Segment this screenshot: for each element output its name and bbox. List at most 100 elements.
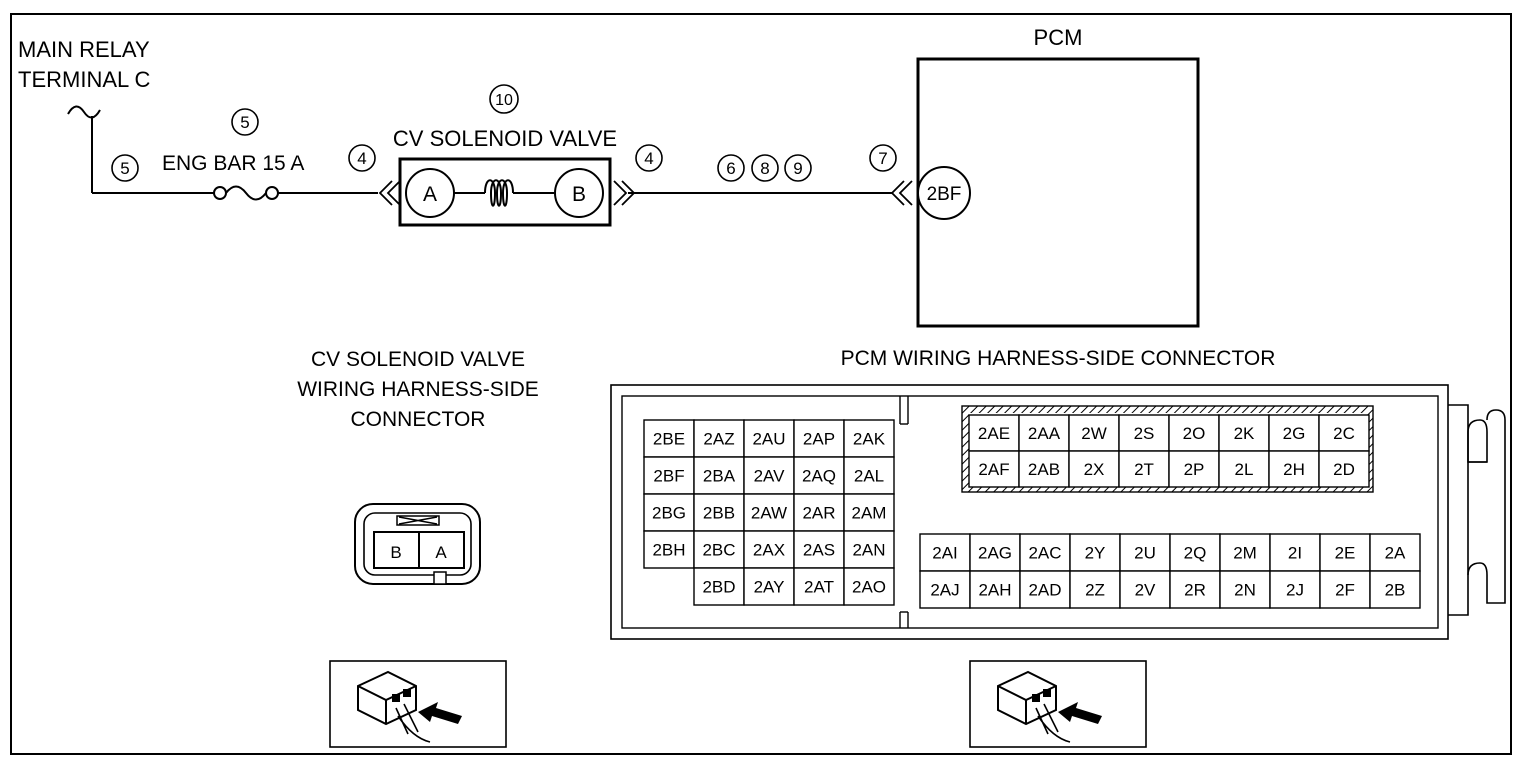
marker-4-left: 4 bbox=[348, 144, 376, 172]
fuse-symbol bbox=[213, 185, 279, 201]
svg-text:2AC: 2AC bbox=[1028, 544, 1061, 563]
svg-text:2AO: 2AO bbox=[852, 578, 886, 597]
svg-text:2AG: 2AG bbox=[978, 544, 1012, 563]
pin-cell-2d: 2D bbox=[1318, 450, 1370, 488]
svg-text:2BF: 2BF bbox=[653, 467, 684, 486]
cv-connector-section: CV SOLENOID VALVE WIRING HARNESS-SIDE CO… bbox=[297, 348, 539, 585]
pin-cell-2p: 2P bbox=[1168, 450, 1220, 488]
pin-cell-2o: 2O bbox=[1168, 414, 1220, 452]
pin-cell-2ar: 2AR bbox=[793, 493, 845, 532]
svg-text:2AJ: 2AJ bbox=[930, 581, 959, 600]
pin-cell-2be: 2BE bbox=[643, 419, 695, 458]
pin-cell-2au: 2AU bbox=[743, 419, 795, 458]
svg-text:4: 4 bbox=[357, 149, 366, 168]
svg-text:2U: 2U bbox=[1134, 544, 1156, 563]
svg-text:2K: 2K bbox=[1234, 424, 1255, 443]
svg-text:2V: 2V bbox=[1135, 581, 1156, 600]
cv-connector-label-line3: CONNECTOR bbox=[351, 408, 486, 431]
pin-cell-2bh: 2BH bbox=[643, 530, 695, 569]
svg-text:2S: 2S bbox=[1134, 424, 1155, 443]
connector-arrow-valve-left bbox=[378, 180, 401, 206]
svg-text:2A: 2A bbox=[1385, 544, 1406, 563]
svg-text:7: 7 bbox=[878, 149, 887, 168]
svg-text:2AI: 2AI bbox=[932, 544, 958, 563]
svg-text:2AZ: 2AZ bbox=[703, 430, 734, 449]
cv-connector-pin-a: A bbox=[435, 543, 447, 562]
pin-cell-2bc: 2BC bbox=[693, 530, 745, 569]
svg-text:2Y: 2Y bbox=[1085, 544, 1106, 563]
marker-5-upper: 5 bbox=[231, 108, 259, 136]
pin-cell-2aj: 2AJ bbox=[919, 570, 971, 609]
valve-terminal-a: A bbox=[405, 168, 455, 218]
svg-text:2AB: 2AB bbox=[1028, 460, 1060, 479]
svg-text:2AN: 2AN bbox=[852, 541, 885, 560]
svg-text:2W: 2W bbox=[1081, 424, 1107, 443]
pin-cell-2bb: 2BB bbox=[693, 493, 745, 532]
pin-cell-2aw: 2AW bbox=[743, 493, 795, 532]
marker-5-left: 5 bbox=[111, 154, 139, 182]
pin-cell-2al: 2AL bbox=[843, 456, 895, 495]
pin-cell-2ba: 2BA bbox=[693, 456, 745, 495]
cv-connector-label-line2: WIRING HARNESS-SIDE bbox=[297, 378, 539, 401]
pin-cell-2az: 2AZ bbox=[693, 419, 745, 458]
view-direction-icon-left bbox=[329, 660, 507, 748]
pin-cell-2aq: 2AQ bbox=[793, 456, 845, 495]
pin-cell-2ap: 2AP bbox=[793, 419, 845, 458]
pin-cell-2c: 2C bbox=[1318, 414, 1370, 452]
svg-text:2X: 2X bbox=[1084, 460, 1105, 479]
pin-cell-2bg: 2BG bbox=[643, 493, 695, 532]
pin-cell-2av: 2AV bbox=[743, 456, 795, 495]
pin-cell-2ax: 2AX bbox=[743, 530, 795, 569]
pin-cell-2b: 2B bbox=[1369, 570, 1421, 609]
svg-text:2AR: 2AR bbox=[802, 504, 835, 523]
pin-cell-2am: 2AM bbox=[843, 493, 895, 532]
svg-text:2I: 2I bbox=[1288, 544, 1302, 563]
svg-text:2AH: 2AH bbox=[978, 581, 1011, 600]
valve-terminal-b: B bbox=[554, 168, 604, 218]
svg-text:5: 5 bbox=[240, 113, 249, 132]
svg-text:2N: 2N bbox=[1234, 581, 1256, 600]
pin-cell-2aa: 2AA bbox=[1018, 414, 1070, 452]
pin-cell-2ak: 2AK bbox=[843, 419, 895, 458]
connector-view-icon bbox=[357, 670, 462, 743]
svg-text:2AY: 2AY bbox=[754, 578, 785, 597]
pin-cell-2ab: 2AB bbox=[1018, 450, 1070, 488]
pin-cell-2w: 2W bbox=[1068, 414, 1120, 452]
pcm-terminal-2bf: 2BF bbox=[917, 166, 971, 220]
pin-cell-2n: 2N bbox=[1219, 570, 1271, 609]
svg-text:2AT: 2AT bbox=[804, 578, 834, 597]
pin-cell-2v: 2V bbox=[1119, 570, 1171, 609]
svg-text:2H: 2H bbox=[1283, 460, 1305, 479]
svg-text:2G: 2G bbox=[1283, 424, 1306, 443]
svg-text:A: A bbox=[423, 183, 437, 206]
pin-cell-2e: 2E bbox=[1319, 533, 1371, 572]
pin-cell-2s: 2S bbox=[1118, 414, 1170, 452]
cv-connector-pin-b: B bbox=[390, 543, 401, 562]
svg-text:2BA: 2BA bbox=[703, 467, 736, 486]
svg-text:2T: 2T bbox=[1134, 460, 1154, 479]
svg-text:2AP: 2AP bbox=[803, 430, 835, 449]
svg-text:9: 9 bbox=[793, 159, 802, 178]
pin-cell-2at: 2AT bbox=[793, 567, 845, 606]
pin-cell-2bd: 2BD bbox=[693, 567, 745, 606]
pin-cell-2ac: 2AC bbox=[1019, 533, 1071, 572]
svg-text:2BG: 2BG bbox=[652, 504, 686, 523]
pin-cell-2r: 2R bbox=[1169, 570, 1221, 609]
marker-4-right: 4 bbox=[635, 144, 663, 172]
wire-break-symbol bbox=[67, 105, 101, 119]
pin-cell-2f: 2F bbox=[1319, 570, 1371, 609]
svg-text:2R: 2R bbox=[1184, 581, 1206, 600]
marker-7: 7 bbox=[869, 144, 897, 172]
pin-cell-2g: 2G bbox=[1268, 414, 1320, 452]
svg-text:2AS: 2AS bbox=[803, 541, 835, 560]
svg-text:2Q: 2Q bbox=[1184, 544, 1207, 563]
svg-text:2BC: 2BC bbox=[702, 541, 735, 560]
svg-text:B: B bbox=[572, 183, 586, 206]
pin-cell-2an: 2AN bbox=[843, 530, 895, 569]
marker-8: 8 bbox=[751, 154, 779, 182]
svg-text:2AE: 2AE bbox=[978, 424, 1010, 443]
